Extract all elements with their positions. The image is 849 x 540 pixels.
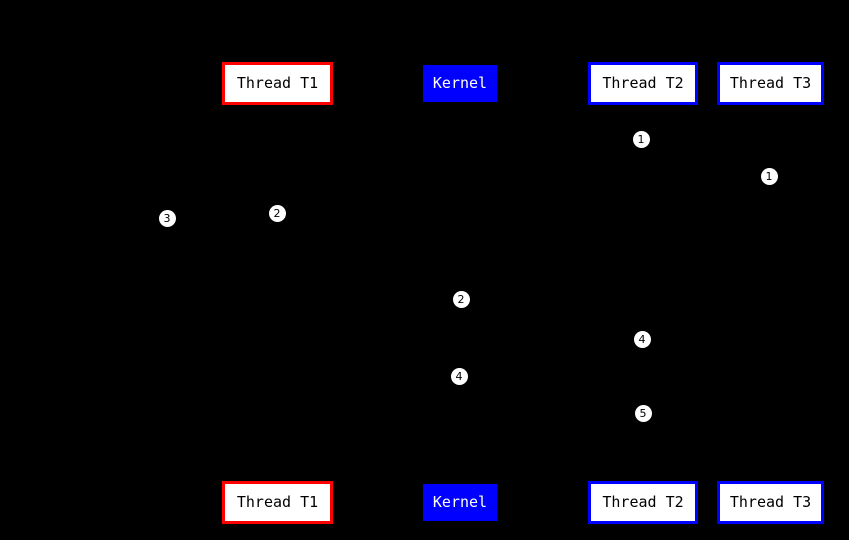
participant-top-t2[interactable]: Thread T2 <box>588 62 698 105</box>
participant-bottom-t2b-label: Thread T2 <box>602 493 684 511</box>
step-circle-s-t2-5: 5 <box>634 404 652 422</box>
message-m2 <box>278 290 460 291</box>
participant-top-t1-label: Thread T1 <box>236 74 319 92</box>
participant-bottom-kernelb-label: Kernel <box>432 493 488 511</box>
step-circle-s-k-4: 4 <box>450 367 468 385</box>
step-circle-number: 4 <box>455 369 463 383</box>
participant-top-t2-label: Thread T2 <box>602 74 684 92</box>
participant-bottom-kernelb[interactable]: Kernel <box>423 484 497 521</box>
message-m6 <box>643 165 770 166</box>
participant-top-t3[interactable]: Thread T3 <box>717 62 824 105</box>
step-circle-s-t2-4: 4 <box>633 330 651 348</box>
step-circle-number: 5 <box>639 406 647 420</box>
participant-top-kernel-label: Kernel <box>432 74 488 92</box>
step-circle-s-t1-3: 3 <box>158 209 176 227</box>
message-m5 <box>460 404 643 405</box>
participant-top-t1[interactable]: Thread T1 <box>222 62 333 105</box>
activation-act-t3 <box>767 105 774 481</box>
participant-top-kernel[interactable]: Kernel <box>423 65 497 102</box>
step-circle-s-t1-2: 2 <box>268 204 286 222</box>
participant-bottom-t2b[interactable]: Thread T2 <box>588 481 698 524</box>
message-m1 <box>278 200 643 201</box>
participant-bottom-t3b[interactable]: Thread T3 <box>717 481 824 524</box>
activation-act-t1 <box>274 105 281 481</box>
message-m4 <box>460 330 643 331</box>
step-circle-s-t3-1: 1 <box>760 167 778 185</box>
step-circle-number: 4 <box>638 332 646 346</box>
step-circle-number: 1 <box>765 169 773 183</box>
participant-top-t3-label: Thread T3 <box>729 74 812 92</box>
step-circle-s-k-2: 2 <box>452 290 470 308</box>
activation-act-t2 <box>640 105 647 481</box>
participant-bottom-t3b-label: Thread T3 <box>729 493 812 511</box>
step-circle-number: 1 <box>637 132 645 146</box>
step-circle-number: 3 <box>163 211 171 225</box>
step-circle-number: 2 <box>273 206 281 220</box>
participant-bottom-t1b[interactable]: Thread T1 <box>222 481 333 524</box>
participant-bottom-t1b-label: Thread T1 <box>236 493 319 511</box>
message-m3 <box>278 366 460 367</box>
step-circle-number: 2 <box>457 292 465 306</box>
step-circle-s-t2-1: 1 <box>632 130 650 148</box>
